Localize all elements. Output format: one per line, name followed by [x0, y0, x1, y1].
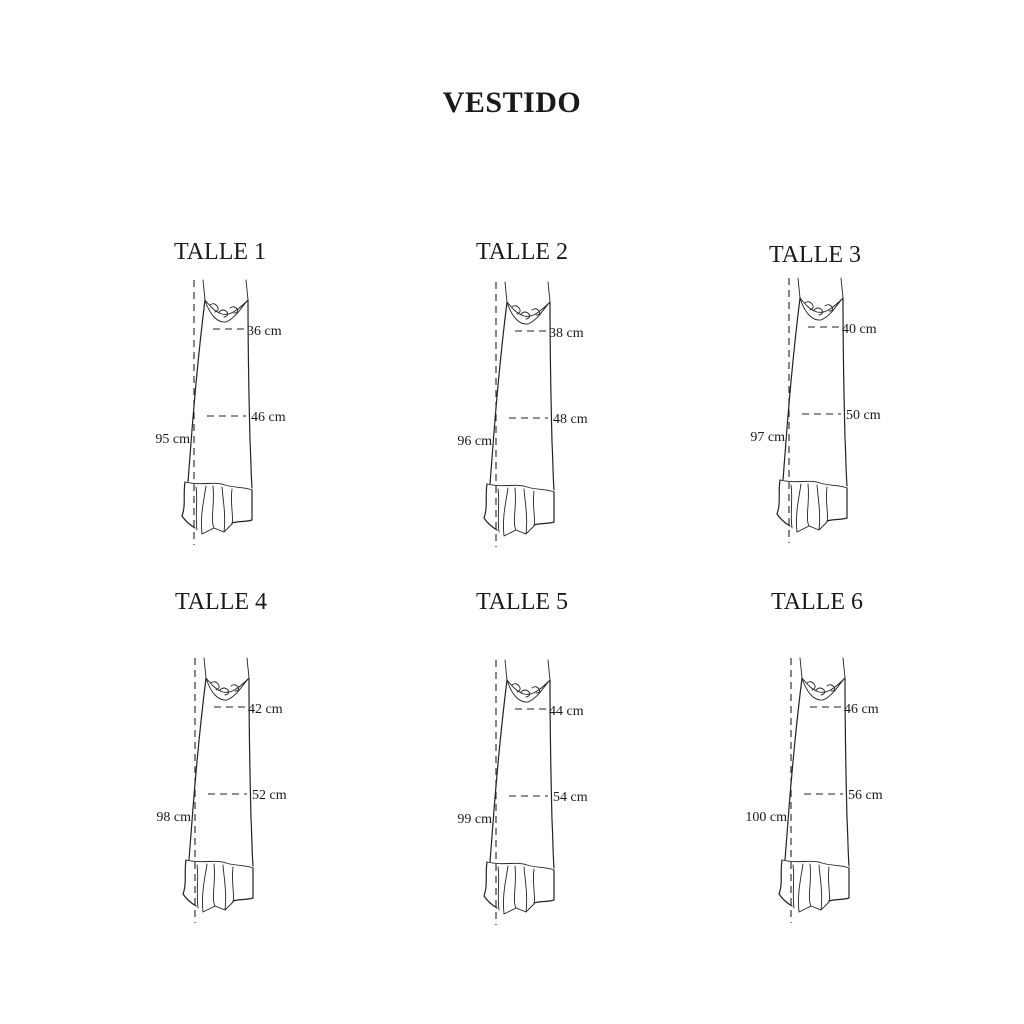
dress-strap	[504, 281, 551, 303]
dress-outline	[784, 677, 850, 867]
hem-ruffle	[483, 483, 555, 531]
dress-outline	[187, 299, 253, 489]
hip-measure: 56 cm	[848, 788, 883, 803]
bust-measure: 40 cm	[842, 322, 877, 337]
hip-measure: 54 cm	[553, 790, 588, 805]
lace-motif	[804, 301, 834, 316]
hem-lace-edge	[486, 861, 555, 871]
dress-strap	[202, 279, 249, 301]
size-figure: TALLE 4 42 cm 52 cm 98 cm	[156, 589, 287, 923]
lace-motif	[511, 683, 541, 698]
length-measure: 100 cm	[745, 810, 787, 825]
size-title: TALLE 2	[476, 239, 568, 265]
hem-lace-edge	[184, 481, 253, 491]
bust-measure: 46 cm	[844, 702, 879, 717]
size-title: TALLE 5	[476, 589, 568, 615]
page-title: VESTIDO	[442, 86, 582, 119]
hem-folds	[790, 483, 829, 533]
dress-strap	[203, 657, 250, 679]
hem-lace-edge	[486, 483, 555, 493]
length-measure: 96 cm	[457, 434, 492, 449]
length-measure: 95 cm	[155, 432, 190, 447]
size-figure: TALLE 6 46 cm 56 cm 100 cm	[745, 589, 883, 923]
hem-ruffle	[778, 859, 850, 907]
hem-ruffle	[483, 861, 555, 909]
hem-folds	[792, 863, 831, 913]
hem-ruffle	[776, 479, 848, 527]
size-title: TALLE 6	[771, 589, 863, 615]
dress-outline	[489, 679, 555, 869]
bust-measure: 42 cm	[248, 702, 283, 717]
dress-strap	[504, 659, 551, 681]
dress-outline	[489, 301, 555, 491]
hem-lace-edge	[779, 479, 848, 489]
hem-lace-edge	[781, 859, 850, 869]
hip-measure: 50 cm	[846, 408, 881, 423]
bust-measure: 36 cm	[247, 324, 282, 339]
size-figure: TALLE 2 38 cm 48 cm 96 cm	[457, 239, 588, 547]
length-measure: 97 cm	[750, 430, 785, 445]
hem-ruffle	[182, 859, 254, 907]
size-figure: TALLE 1 36 cm 46 cm 95 cm	[155, 239, 286, 545]
size-title: TALLE 1	[174, 239, 266, 265]
hem-ruffle	[181, 481, 253, 529]
length-measure: 99 cm	[457, 812, 492, 827]
bust-measure: 44 cm	[549, 704, 584, 719]
dress-outline	[188, 677, 254, 867]
lace-motif	[806, 681, 836, 696]
hip-measure: 46 cm	[251, 410, 286, 425]
hip-measure: 48 cm	[553, 412, 588, 427]
lace-motif	[209, 303, 239, 318]
dress-strap	[799, 657, 846, 679]
lace-motif	[210, 681, 240, 696]
dress-outline	[782, 297, 848, 487]
dress-strap	[797, 277, 844, 299]
length-measure: 98 cm	[156, 810, 191, 825]
size-title: TALLE 3	[769, 242, 861, 268]
hem-folds	[497, 487, 536, 537]
hem-lace-edge	[185, 859, 254, 869]
size-figure: TALLE 5 44 cm 54 cm 99 cm	[457, 589, 588, 925]
lace-motif	[511, 305, 541, 320]
hem-folds	[497, 865, 536, 915]
bust-measure: 38 cm	[549, 326, 584, 341]
hip-measure: 52 cm	[252, 788, 287, 803]
hem-folds	[196, 863, 235, 913]
size-figure: TALLE 3 40 cm 50 cm 97 cm	[750, 242, 881, 543]
size-title: TALLE 4	[175, 589, 267, 615]
hem-folds	[195, 485, 234, 535]
